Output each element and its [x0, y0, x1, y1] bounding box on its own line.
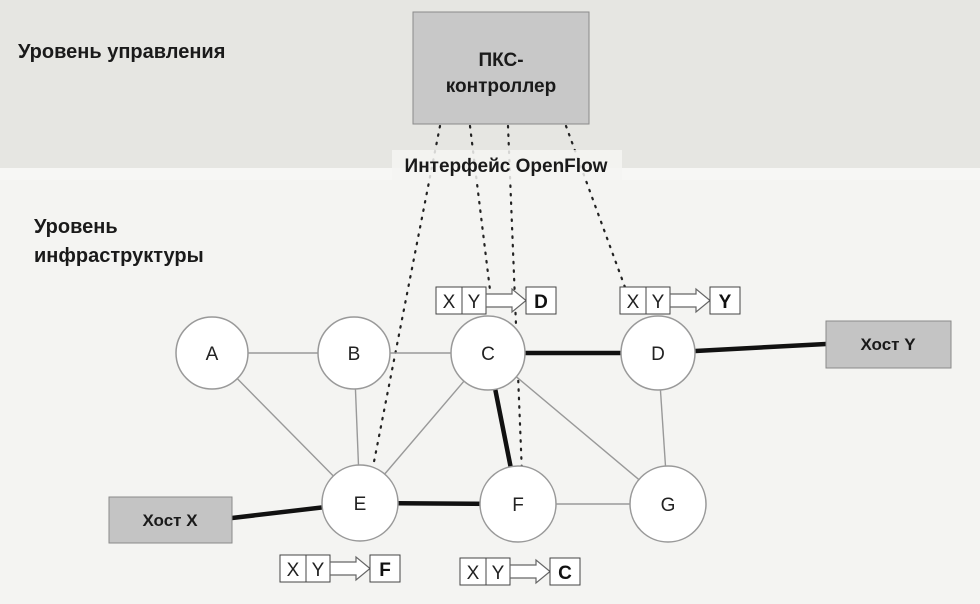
- switch-g-circle: [629, 465, 707, 543]
- switch-a-label: A: [206, 344, 219, 365]
- flow-entry-e-action-cell: [369, 554, 401, 583]
- flow-entry-e-arrow-icon: [329, 555, 371, 582]
- infrastructure-level-label-line1: Уровень: [34, 216, 118, 238]
- switch-c-circle: [450, 315, 526, 391]
- flow-entry-f-match2: Y: [492, 563, 505, 584]
- link-c-g: [487, 352, 669, 505]
- switch-b: B: [317, 316, 391, 390]
- flow-entry-c-arrow-icon: [485, 287, 527, 314]
- flow-entry-d-action-cell: [709, 286, 741, 315]
- infrastructure-level-label-line2: инфраструктуры: [34, 245, 204, 267]
- flow-entry-e-match1: X: [287, 560, 300, 581]
- flow-entry-f: X Y C: [459, 557, 581, 586]
- flow-entry-e: X Y F: [279, 554, 401, 583]
- flow-entry-e-match2-cell: [305, 554, 331, 583]
- switch-d-circle: [620, 315, 696, 391]
- interface-label-halo: [392, 150, 622, 180]
- flow-entry-d-match1: X: [627, 292, 640, 313]
- channel-controller-f: [506, 124, 524, 476]
- switch-f-label: F: [512, 495, 524, 516]
- switch-e: E: [321, 464, 399, 542]
- flow-entry-c-match2-cell: [461, 286, 487, 315]
- flow-entry-d: X Y Y: [619, 286, 741, 315]
- switch-c: C: [450, 315, 526, 391]
- flow-entry-c-match2: Y: [468, 292, 481, 313]
- switch-g-label: G: [661, 495, 676, 516]
- flow-entry-f-action-cell: [549, 557, 581, 586]
- switch-a-circle: [175, 316, 249, 390]
- flow-entry-c-match1: X: [443, 292, 456, 313]
- switch-d-label: D: [651, 344, 665, 365]
- flow-entry-d-match2: Y: [652, 292, 665, 313]
- channel-controller-d: [564, 124, 628, 292]
- host-x-box: [108, 496, 233, 544]
- flow-entry-e-action: F: [379, 560, 391, 581]
- switch-b-label: B: [348, 344, 361, 365]
- control-level-label: Уровень управления: [18, 41, 225, 63]
- host-y-box: [825, 320, 952, 369]
- host-y-label: Хост Y: [860, 335, 916, 354]
- switch-c-label: C: [481, 344, 495, 365]
- flow-entry-f-action: C: [558, 563, 572, 584]
- switch-f: F: [479, 465, 557, 543]
- flow-entry-f-arrow-icon: [509, 558, 551, 585]
- switch-e-label: E: [354, 494, 367, 515]
- controller-label-line2: контроллер: [446, 76, 556, 97]
- flow-entry-c-action-cell: [525, 286, 557, 315]
- switch-b-circle: [317, 316, 391, 390]
- flow-entry-c-action: D: [534, 292, 548, 313]
- flow-entry-f-match1: X: [467, 563, 480, 584]
- controller-label-line1: ПКС-: [478, 50, 523, 71]
- switch-f-circle: [479, 465, 557, 543]
- switch-g: G: [629, 465, 707, 543]
- flow-entry-e-match2: Y: [312, 560, 325, 581]
- switch-d: D: [620, 315, 696, 391]
- flow-entry-d-action: Y: [719, 292, 732, 313]
- flow-entry-f-match2-cell: [485, 557, 511, 586]
- flow-entry-f-match1-cell: [459, 557, 487, 586]
- switch-a: A: [175, 316, 249, 390]
- sdn-controller-box: [412, 11, 590, 125]
- switch-e-circle: [321, 464, 399, 542]
- openflow-interface-label: Интерфейс OpenFlow: [405, 156, 608, 177]
- host-x-label: Хост X: [142, 511, 198, 530]
- flow-entry-c: X Y D: [435, 286, 557, 315]
- flow-entry-d-match1-cell: [619, 286, 647, 315]
- flow-entry-d-arrow-icon: [669, 287, 711, 314]
- channel-controller-e: [370, 124, 442, 474]
